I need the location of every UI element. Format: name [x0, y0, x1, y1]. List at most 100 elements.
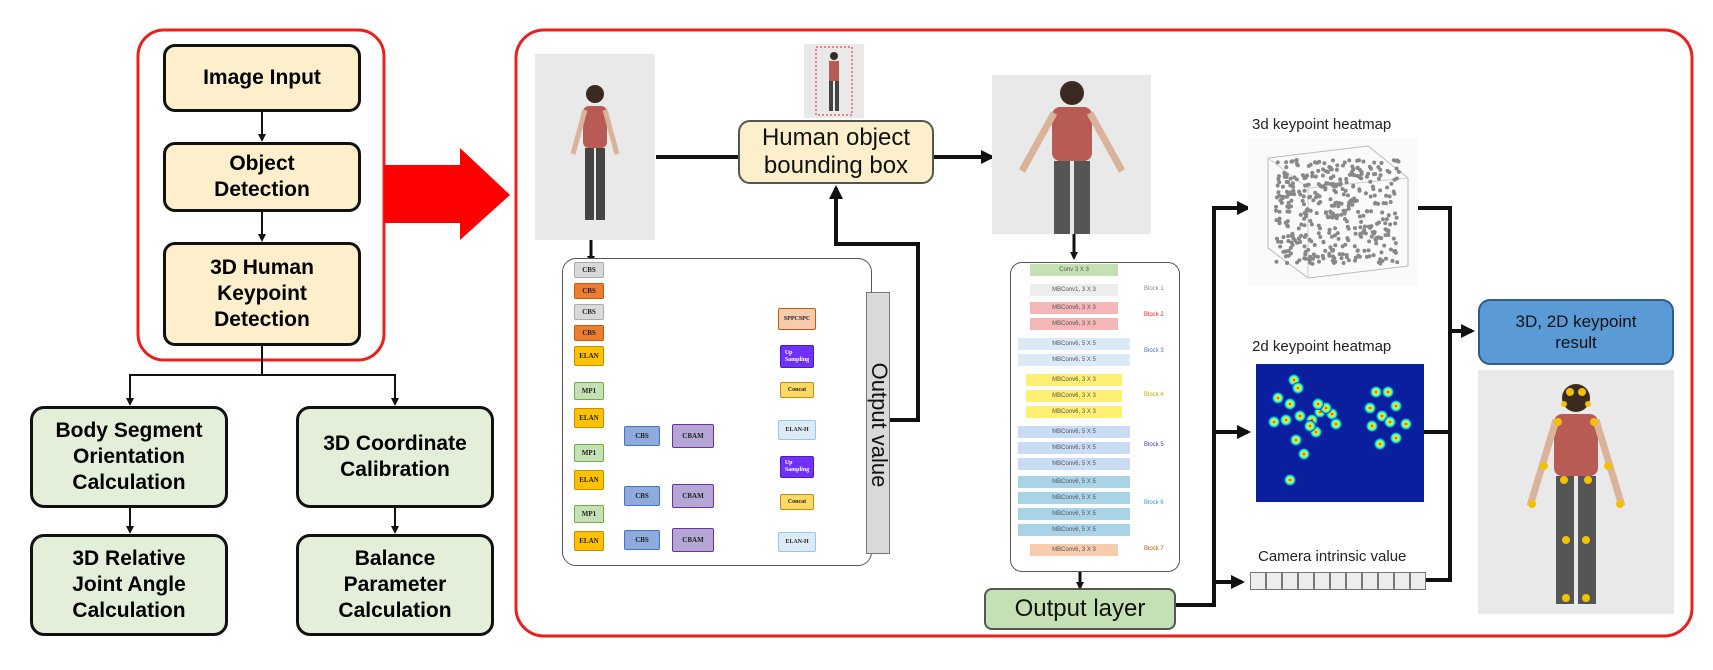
split-connector [126, 346, 263, 406]
thumbnail-bbox [815, 46, 853, 116]
heatmap-3d-point [1308, 254, 1313, 259]
heatmap-3d-point [1277, 193, 1282, 198]
yolo-backbone-9: MP1 [574, 505, 604, 523]
heatmap-2d-blob [1304, 420, 1316, 432]
effnet-layer-16: MBConv6, 3 X 3 [1030, 544, 1118, 556]
heatmap-3d-point [1340, 187, 1345, 191]
heatmap-3d-point [1392, 249, 1397, 254]
heatmap-3d-point [1347, 158, 1352, 163]
heatmap-3d-point [1332, 203, 1337, 208]
heatmap-3d-point [1307, 260, 1312, 265]
heatmap-3d-point [1325, 214, 1330, 219]
heatmap-3d-point [1379, 250, 1384, 255]
yolo-network-panel [562, 258, 872, 566]
heatmap-2d-blob [1400, 418, 1412, 430]
heatmap-3d-point [1357, 254, 1362, 259]
heatmap-3d-point [1340, 252, 1345, 257]
effnet-block-2: Block 2 [1144, 312, 1164, 318]
heatmap-3d-point [1369, 209, 1374, 214]
heatmap-3d-point [1275, 183, 1280, 188]
heatmap-3d-point [1320, 173, 1325, 178]
heatmap-3d-point [1394, 215, 1399, 220]
coord-calibration-box: 3D Coordinate Calibration [296, 406, 494, 508]
heatmap-3d-point [1327, 165, 1332, 169]
heatmap-3d-point [1388, 200, 1393, 204]
heatmap-3d-point [1391, 236, 1396, 241]
effnet-layer-7: MBConv6, 3 X 3 [1026, 390, 1122, 402]
heatmap-3d-point [1369, 234, 1374, 239]
heatmap-3d-point [1327, 227, 1332, 232]
heatmap-3d-point [1317, 259, 1321, 264]
heatmap-3d-point [1352, 244, 1357, 249]
heatmap-3d-point [1357, 188, 1362, 193]
heatmap-3d-point [1295, 240, 1300, 245]
heatmap-2d-blob [1370, 386, 1382, 398]
heatmap-3d-point [1278, 198, 1283, 203]
heatmap-3d-point [1345, 236, 1350, 241]
heatmap-3d-point [1361, 213, 1366, 218]
heatmap-3d-point [1279, 239, 1284, 244]
heatmap-3d-point [1291, 236, 1296, 241]
effnet-layer-8: MBConv6, 3 X 3 [1026, 406, 1122, 418]
yolo-concat-1: Concat [780, 382, 814, 398]
heatmap-3d-point [1333, 233, 1337, 238]
heatmap-3d-point [1355, 165, 1360, 170]
heatmap-3d-point [1276, 177, 1281, 181]
heatmap-3d-point [1288, 176, 1293, 181]
heatmap-3d-point [1304, 208, 1309, 213]
heatmap-3d-point [1276, 190, 1281, 195]
heatmap-3d-label: 3d keypoint heatmap [1252, 116, 1392, 133]
heatmap-3d-point [1300, 198, 1305, 203]
heatmap-3d-point [1277, 209, 1282, 214]
heatmap-3d-point [1291, 188, 1296, 193]
heatmap-3d-point [1312, 253, 1317, 258]
heatmap-3d-point [1335, 163, 1340, 168]
heatmap-3d-point [1301, 194, 1306, 199]
effnet-block-3: Block 3 [1144, 348, 1164, 354]
heatmap-3d-point [1389, 181, 1394, 186]
heatmap-3d-point [1339, 212, 1344, 217]
yolo-concat-2: Concat [780, 494, 814, 510]
heatmap-3d-point [1362, 228, 1367, 233]
heatmap-3d-point [1374, 241, 1379, 246]
heatmap-3d-point [1352, 199, 1357, 204]
heatmap-3d-point [1286, 234, 1291, 239]
yolo-cbam-3: CBAM [672, 528, 714, 552]
yolo-backbone-3: CBS [574, 325, 604, 341]
heatmap-3d-point [1332, 213, 1337, 218]
heatmap-3d-point [1383, 227, 1388, 232]
heatmap-3d-point [1359, 170, 1364, 175]
heatmap-2d-blob [1364, 402, 1376, 414]
heatmap-3d-point [1393, 211, 1397, 216]
heatmap-3d-point [1363, 191, 1368, 196]
yolo-cbam-1: CBAM [672, 424, 714, 448]
heatmap-3d-point [1359, 176, 1364, 181]
heatmap-3d-point [1326, 170, 1330, 174]
effnet-layer-5: MBConv6, 5 X 5 [1018, 354, 1130, 366]
heatmap-2d-blob [1312, 398, 1324, 410]
heatmap-3d-point [1300, 173, 1305, 178]
heatmap-3d-point [1285, 223, 1290, 228]
heatmap-2d-blob [1294, 410, 1306, 422]
heatmap-3d-point [1343, 242, 1348, 247]
heatmap-3d-point [1331, 254, 1335, 259]
heatmap-3d-point [1396, 159, 1401, 164]
big-red-arrow [384, 148, 510, 240]
heatmap-3d-point [1383, 221, 1388, 226]
heatmap-3d-point [1346, 258, 1351, 263]
effnet-layer-14: MBConv6, 5 X 5 [1018, 508, 1130, 520]
heatmap-3d-point [1361, 159, 1366, 164]
heatmap-3d-point [1302, 211, 1307, 215]
heatmap-3d-point [1385, 185, 1390, 190]
effnet-layer-12: MBConv6, 5 X 5 [1018, 476, 1130, 488]
heatmap-3d-point [1363, 231, 1368, 236]
heatmap-3d-point [1367, 239, 1372, 244]
heatmap-3d-point [1336, 236, 1341, 241]
heatmap-3d-point [1344, 255, 1349, 260]
heatmap-3d-point [1376, 201, 1381, 206]
heatmap-3d-point [1308, 162, 1313, 167]
heatmap-3d-point [1303, 183, 1308, 188]
heatmap-3d-point [1306, 247, 1311, 252]
heatmap-3d-point [1371, 253, 1376, 258]
heatmap-3d-point [1334, 167, 1339, 172]
